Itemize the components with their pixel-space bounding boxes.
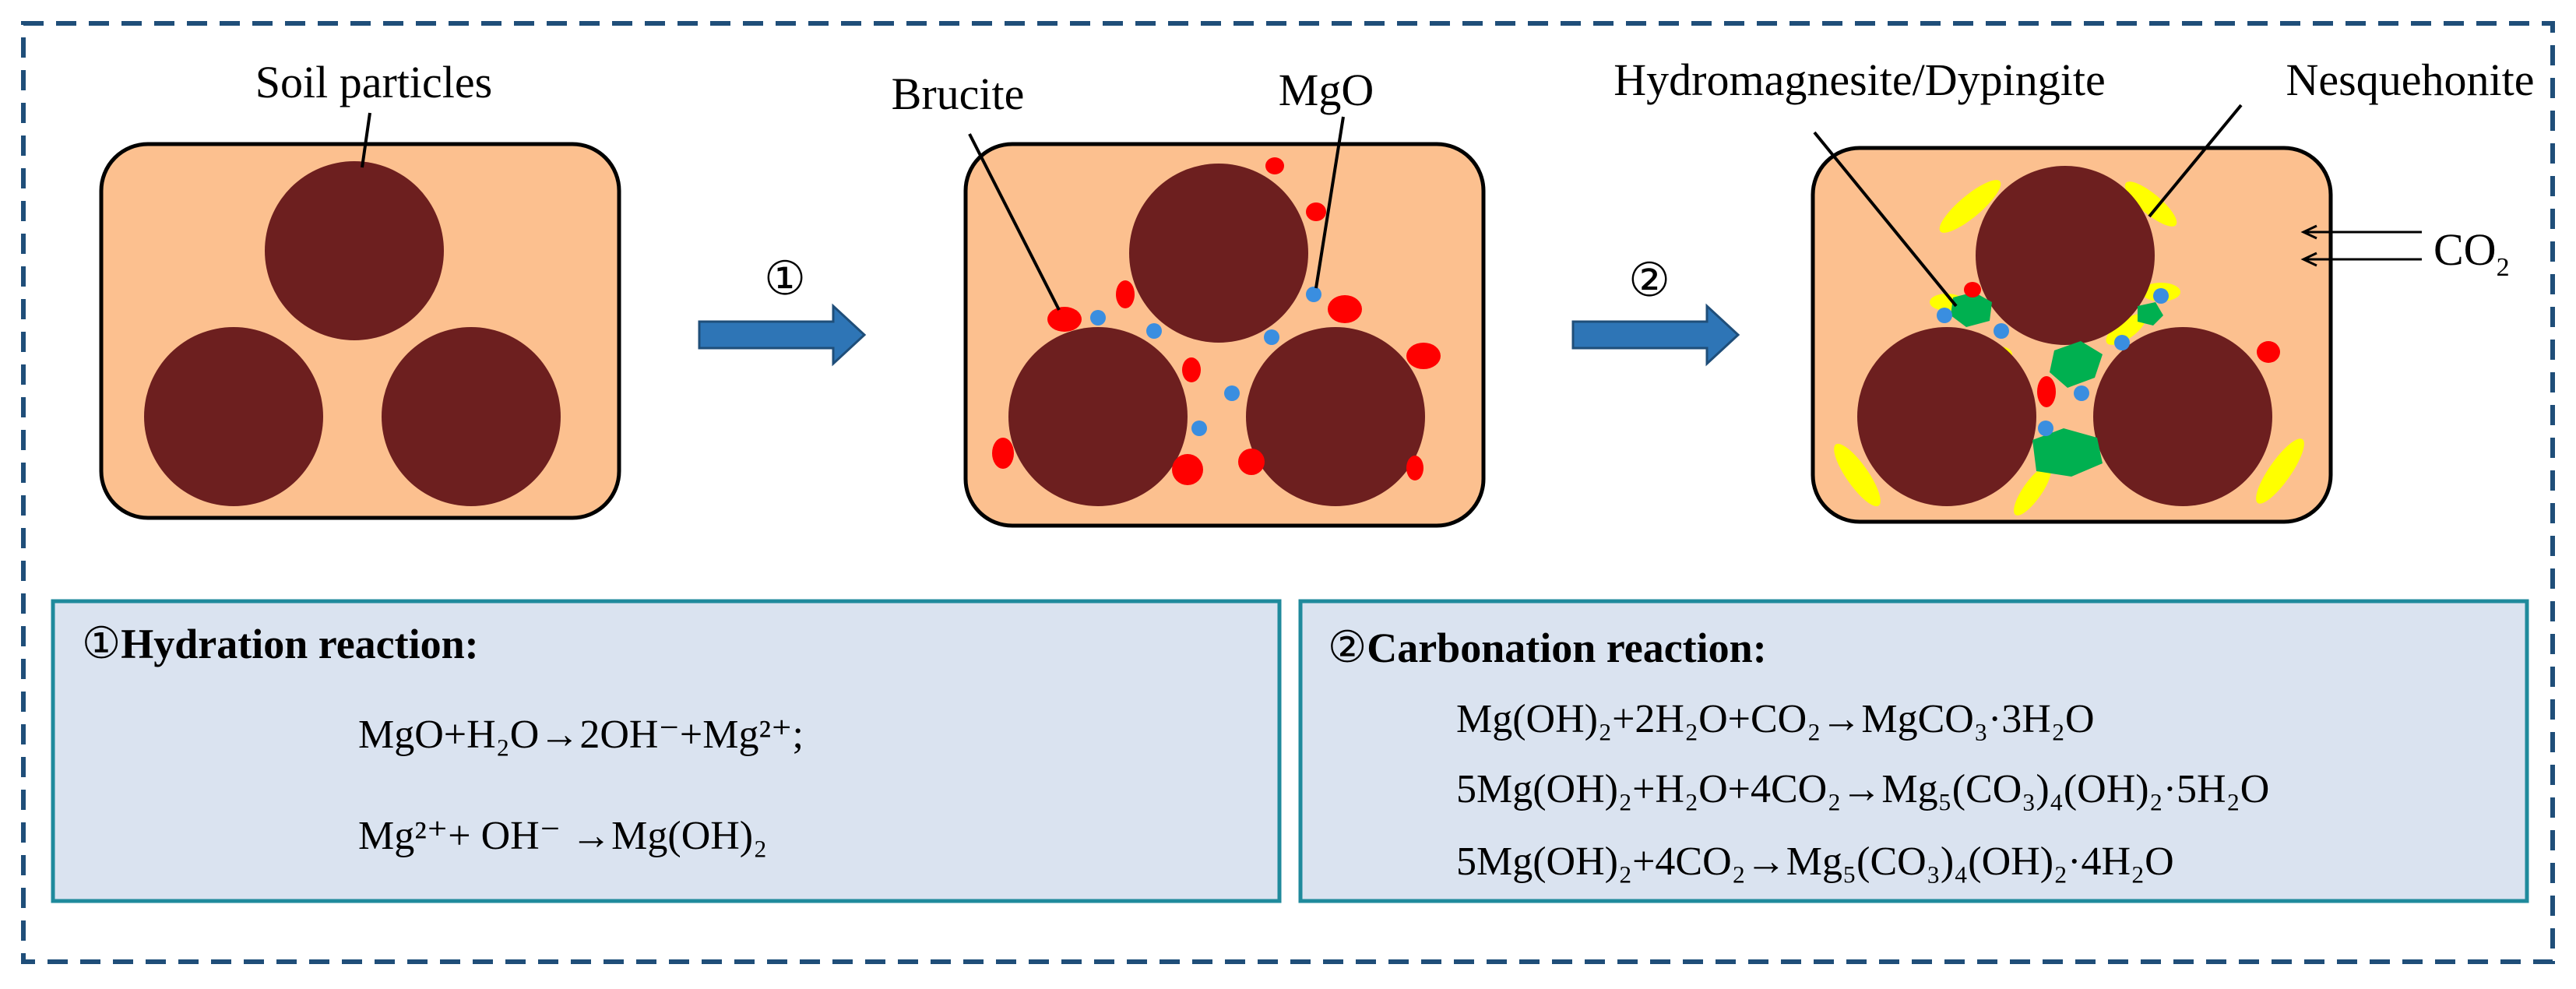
mgo-particle bbox=[2114, 335, 2130, 350]
brucite-deposit bbox=[1047, 307, 1082, 332]
panel-carbonation: Hydromagnesite/Dypingite Nesquehonite CO… bbox=[1614, 55, 2535, 524]
hydration-heading: ①Hydration reaction: bbox=[82, 620, 479, 668]
mgo-particle bbox=[1937, 308, 1952, 323]
hydromagnesite-crystal bbox=[1951, 292, 1992, 327]
brucite-label: Brucite bbox=[892, 69, 1025, 119]
mgo-particle bbox=[1264, 329, 1279, 345]
brucite-deposit bbox=[992, 438, 1014, 469]
mgo-particle bbox=[2153, 288, 2169, 304]
hydration-box-frame bbox=[51, 599, 1282, 903]
mgo-particle bbox=[1191, 421, 1207, 436]
nesquehonite-crystal bbox=[1834, 443, 1881, 507]
brucite-deposit bbox=[1238, 449, 1265, 475]
soil-particle bbox=[1976, 166, 2155, 345]
brucite-deposit bbox=[1182, 357, 1201, 382]
mgo-particle bbox=[2038, 421, 2053, 436]
brucite-deposit bbox=[1306, 202, 1326, 221]
co2-arrow-head bbox=[2300, 224, 2317, 240]
mgo-particle bbox=[1306, 287, 1321, 302]
brucite-deposit bbox=[2257, 341, 2280, 363]
soil-particle bbox=[2093, 327, 2272, 506]
nesquehonite-leader-line bbox=[2148, 104, 2243, 218]
step-2-arrow bbox=[1571, 303, 1740, 367]
brucite-deposit bbox=[1964, 282, 1981, 297]
step-2-arrow-group: ② bbox=[1571, 255, 1740, 367]
carbonation-equation-2: 5Mg(OH)₂+H₂O+4CO₂→Mg₅(CO₃)₄(OH)₂·5H₂O bbox=[1456, 767, 2269, 811]
brucite-leader-line bbox=[968, 133, 1061, 311]
soil-particle bbox=[382, 327, 561, 506]
brucite-deposit bbox=[1328, 295, 1362, 323]
carbonation-box-frame bbox=[1298, 599, 2529, 903]
carbonation-equation-1: Mg(OH)₂+2H₂O+CO₂→MgCO₃·3H₂O bbox=[1456, 697, 2095, 741]
mgo-particle bbox=[2074, 385, 2089, 401]
mgo-leader-line bbox=[1314, 116, 1345, 289]
co2-inflow: CO2 bbox=[2300, 224, 2510, 282]
soil-particles-leader-line bbox=[361, 112, 371, 168]
soil-particle bbox=[1857, 327, 2036, 506]
hydromagnesite-crystal bbox=[2032, 428, 2103, 477]
nesquehonite-label: Nesquehonite bbox=[2286, 55, 2535, 105]
hydration-equation-2: Mg²⁺+ OH⁻ →Mg(OH)₂ bbox=[358, 814, 767, 858]
mgo-particle bbox=[1994, 323, 2009, 339]
brucite-deposit bbox=[2037, 376, 2056, 407]
soil-particle bbox=[265, 161, 444, 340]
hydromagnesite-leader-line bbox=[1813, 131, 1958, 308]
carbonation-equation-3: 5Mg(OH)₂+4CO₂→Mg₅(CO₃)₄(OH)₂·4H₂O bbox=[1456, 839, 2174, 884]
mgo-label: MgO bbox=[1279, 65, 1374, 115]
soil-particle bbox=[144, 327, 323, 506]
brucite-deposit bbox=[1116, 280, 1135, 308]
nesquehonite-crystal bbox=[2014, 466, 2051, 516]
brucite-deposit bbox=[1265, 157, 1284, 174]
hydration-equation-1: MgO+H₂O→2OH⁻+Mg²⁺; bbox=[358, 713, 804, 757]
step-1-arrow bbox=[698, 303, 867, 367]
nesquehonite-crystal bbox=[2124, 181, 2177, 227]
nesquehonite-crystal bbox=[2256, 438, 2304, 504]
mgo-particle bbox=[1146, 323, 1162, 339]
mgo-particle bbox=[1224, 385, 1240, 401]
co2-label: CO2 bbox=[2433, 224, 2510, 282]
mgo-particle bbox=[1090, 310, 1106, 326]
soil-particle bbox=[1246, 327, 1425, 506]
hydromagnesite-crystal bbox=[2138, 302, 2163, 326]
hydration-reaction-box: ①Hydration reaction: MgO+H₂O→2OH⁻+Mg²⁺; … bbox=[51, 599, 1282, 903]
nesquehonite-crystal bbox=[1939, 180, 2001, 233]
carbonation-heading: ②Carbonation reaction: bbox=[1328, 624, 1767, 672]
hydromagnesite-crystal bbox=[2050, 341, 2103, 388]
co2-arrow-head bbox=[2300, 252, 2317, 267]
step-1-arrow-group: ① bbox=[698, 253, 867, 367]
brucite-deposit bbox=[1406, 343, 1441, 369]
step-1-marker: ① bbox=[764, 253, 806, 304]
panel-initial-soil: Soil particles bbox=[99, 57, 621, 520]
soil-particles-label: Soil particles bbox=[255, 57, 492, 107]
hydromagnesite-label: Hydromagnesite/Dypingite bbox=[1614, 55, 2105, 105]
soil-particle bbox=[1008, 327, 1188, 506]
nesquehonite-crystal bbox=[2106, 314, 2146, 345]
soil-particle bbox=[1129, 164, 1308, 343]
brucite-deposit bbox=[1406, 456, 1423, 480]
carbonation-reaction-box: ②Carbonation reaction: Mg(OH)₂+2H₂O+CO₂→… bbox=[1298, 599, 2529, 903]
step-2-marker: ② bbox=[1628, 255, 1670, 306]
panel-hydration: Brucite MgO bbox=[892, 65, 1486, 528]
brucite-deposit bbox=[1172, 454, 1203, 485]
